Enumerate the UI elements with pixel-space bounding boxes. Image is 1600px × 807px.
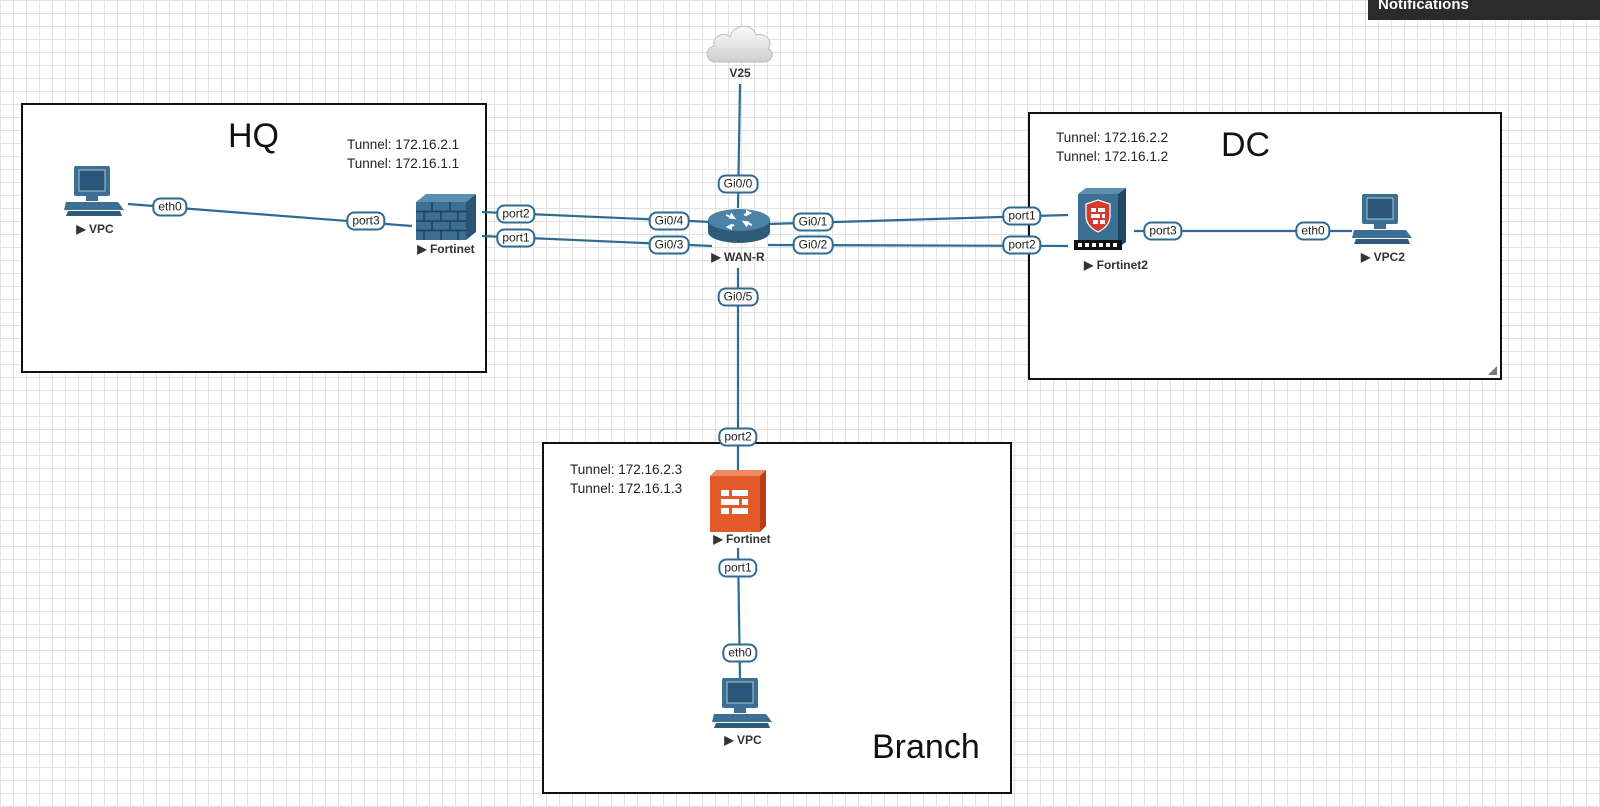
branch-pc-node[interactable]: ▶ VPC xyxy=(710,676,776,752)
cloud-node[interactable]: V25 xyxy=(702,18,778,80)
port-label[interactable]: Gi0/1 xyxy=(792,212,834,232)
hq-tunnel-2: Tunnel: 172.16.1.1 xyxy=(347,156,460,171)
hq-tunnel-info: Tunnel: 172.16.2.1 Tunnel: 172.16.1.1 xyxy=(347,135,459,173)
router-icon xyxy=(708,209,770,243)
dc-tunnel-info: Tunnel: 172.16.2.2 Tunnel: 172.16.1.2 xyxy=(1056,128,1168,166)
branch-tunnel-1: Tunnel: 172.16.2.3 xyxy=(570,462,683,477)
node-marker: ▶ xyxy=(724,733,734,747)
port-label[interactable]: port2 xyxy=(496,204,536,224)
hq-firewall-node[interactable]: ▶ Fortinet xyxy=(410,192,484,258)
hq-area: HQ Tunnel: 172.16.2.1 Tunnel: 172.16.1.1 xyxy=(21,103,487,373)
hq-firewall-name: Fortinet xyxy=(429,242,475,256)
port-label[interactable]: eth0 xyxy=(722,643,758,663)
port-label[interactable]: port2 xyxy=(718,427,758,447)
branch-tunnel-2: Tunnel: 172.16.1.3 xyxy=(570,481,683,496)
branch-firewall-name: Fortinet xyxy=(725,532,771,546)
orange-firewall-icon xyxy=(710,470,766,532)
hq-pc-label: ▶ VPC xyxy=(76,222,113,236)
fortigate-appliance-icon xyxy=(1074,188,1126,250)
branch-tunnel-info: Tunnel: 172.16.2.3 Tunnel: 172.16.1.3 xyxy=(570,460,682,498)
dc-pc-label: ▶ VPC2 xyxy=(1361,250,1405,264)
hq-pc-name: VPC xyxy=(88,222,114,236)
branch-area: Tunnel: 172.16.2.3 Tunnel: 172.16.1.3 Br… xyxy=(542,442,1012,794)
cloud-label: V25 xyxy=(729,66,751,80)
dc-title: DC xyxy=(1221,126,1271,164)
dc-tunnel-2: Tunnel: 172.16.1.2 xyxy=(1056,149,1169,164)
port-label[interactable]: Gi0/3 xyxy=(648,235,690,255)
port-label[interactable]: Gi0/2 xyxy=(792,235,834,255)
port-label[interactable]: port2 xyxy=(1002,235,1042,255)
port-label[interactable]: port1 xyxy=(496,228,536,248)
port-label[interactable]: port1 xyxy=(718,558,758,578)
port-label[interactable]: Gi0/0 xyxy=(717,174,759,194)
node-marker: ▶ xyxy=(713,532,723,546)
port-label[interactable]: eth0 xyxy=(152,197,188,217)
hq-title: HQ xyxy=(228,117,279,155)
dc-tunnel-1: Tunnel: 172.16.2.2 xyxy=(1056,130,1169,145)
port-label[interactable]: eth0 xyxy=(1295,221,1331,241)
resize-grip-icon[interactable] xyxy=(1488,366,1497,375)
dc-firewall-label: ▶ Fortinet2 xyxy=(1084,258,1148,272)
branch-pc-label: ▶ VPC xyxy=(724,733,761,747)
node-marker: ▶ xyxy=(1084,258,1094,272)
notifications-tab[interactable]: Notifications xyxy=(1368,0,1600,20)
port-label[interactable]: port3 xyxy=(346,211,386,231)
node-marker: ▶ xyxy=(711,250,721,264)
hq-tunnel-1: Tunnel: 172.16.2.1 xyxy=(347,137,460,152)
hq-firewall-label: ▶ Fortinet xyxy=(417,242,474,256)
cloud-icon xyxy=(706,25,773,63)
branch-firewall-label: ▶ Fortinet xyxy=(713,532,770,546)
firewall-icon xyxy=(416,194,476,240)
computer-icon xyxy=(1352,194,1412,244)
computer-icon xyxy=(712,678,772,728)
hq-pc-node[interactable]: ▶ VPC xyxy=(62,164,128,240)
dc-firewall-node[interactable]: ▶ Fortinet2 xyxy=(1070,186,1160,272)
port-label[interactable]: port3 xyxy=(1143,221,1183,241)
computer-icon xyxy=(64,166,124,216)
wan-router-label: ▶ WAN-R xyxy=(711,250,764,264)
branch-title: Branch xyxy=(872,728,980,766)
node-marker: ▶ xyxy=(1361,250,1371,264)
port-label[interactable]: Gi0/4 xyxy=(648,211,690,231)
wan-router-name: WAN-R xyxy=(723,250,765,264)
dc-firewall-name: Fortinet2 xyxy=(1096,258,1148,272)
node-marker: ▶ xyxy=(76,222,86,236)
dc-pc-node[interactable]: ▶ VPC2 xyxy=(1350,192,1416,268)
branch-firewall-node[interactable]: ▶ Fortinet xyxy=(706,470,776,548)
port-label[interactable]: port1 xyxy=(1002,206,1042,226)
wan-router-node[interactable]: ▶ WAN-R xyxy=(704,206,774,268)
port-label[interactable]: Gi0/5 xyxy=(717,287,759,307)
branch-pc-name: VPC xyxy=(736,733,762,747)
node-marker: ▶ xyxy=(417,242,427,256)
dc-pc-name: VPC2 xyxy=(1373,250,1405,264)
